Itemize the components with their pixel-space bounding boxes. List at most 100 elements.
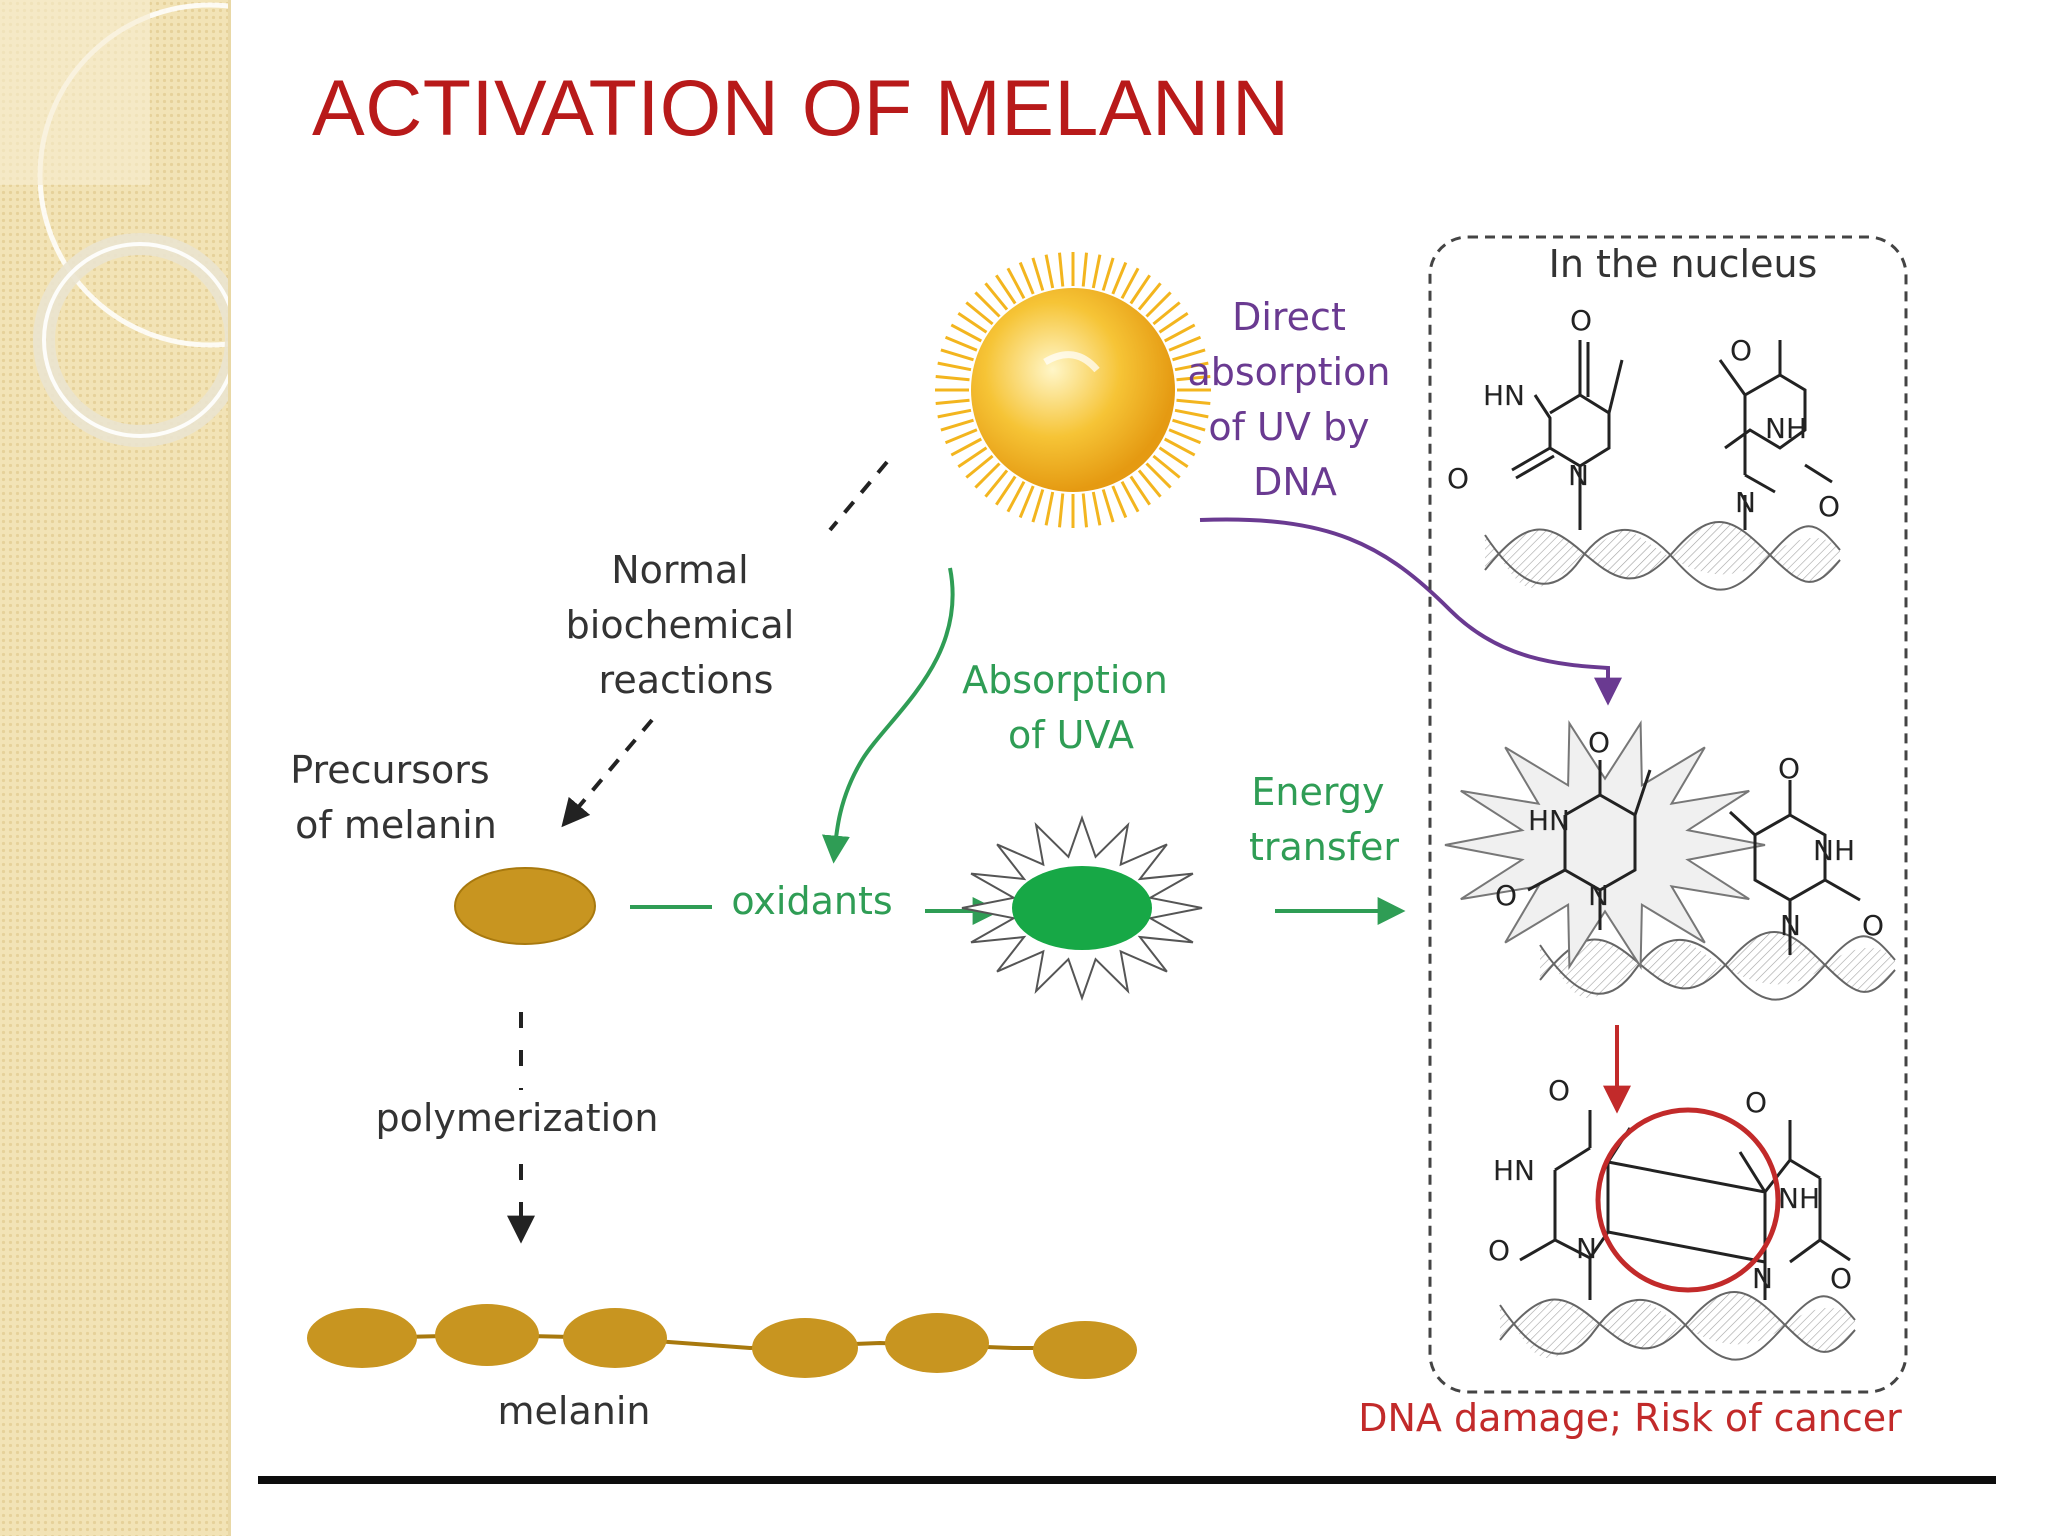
sun-ray [1163,437,1196,457]
polymerization-label-bg [370,1090,675,1146]
sun-ray [1081,252,1088,287]
sun-ray [1031,257,1045,291]
thymine-molecule-left [1511,340,1624,530]
excitation-burst-icon [1444,720,1766,970]
sun-ray [935,375,970,382]
sun-ray [1044,491,1055,526]
sun-ray [984,282,1009,311]
thymine-molecule-neighbor [1728,780,1861,955]
sun-ray [984,469,1009,498]
sun-ray [1137,469,1162,498]
normal-reactions-arrow [561,718,654,828]
dna-helix [1484,521,1841,591]
sun-ray [1044,254,1055,289]
sun-ray [1081,493,1088,528]
bottom-rule [258,1476,1996,1484]
sun-ray [995,274,1017,305]
sun-ray [1168,335,1202,352]
sun-ray [1168,428,1202,445]
sun-ray [1145,291,1172,318]
sun-ray [935,398,970,405]
sun-ray [944,335,978,352]
atom-label: N [1576,1232,1597,1265]
absorption-uva-label: Absorption of UVA [962,658,1180,757]
atom-label: O [1570,304,1592,337]
sun-ray [1152,301,1181,326]
sun-ray [1172,348,1206,362]
sun-ray [974,291,1001,318]
sun-ray [1129,274,1151,305]
atom-label: O [1730,334,1752,367]
sun-ray [1158,312,1189,334]
dna-damage-label: DNA damage; Risk of cancer [1358,1396,1902,1440]
sun-ray [1145,462,1172,489]
direct-absorption-arrow [1199,517,1622,706]
thymine-dimer-molecule [1519,1110,1851,1300]
precursors-label: Precursors of melanin [290,748,502,847]
sun-ray [1176,398,1211,405]
sun-ray [1091,254,1102,289]
decorative-sidebar [0,0,383,1536]
sun-ray [940,348,974,362]
atom-label: O [1447,462,1469,495]
sun-ray [1006,480,1026,513]
sun-ray [1172,418,1206,432]
sun-ray [957,312,988,334]
sun-ray [1031,489,1045,523]
sun-ray [974,462,1001,489]
slide-title: ACTIVATION OF MELANIN [312,63,1290,152]
sun-ray [995,475,1017,506]
atom-label: O [1488,1234,1510,1267]
atom-label: O [1778,752,1800,785]
sun-ray [1101,489,1115,523]
sun-ray [965,454,994,479]
sun-ray [1111,485,1128,519]
atom-label: NH [1765,412,1807,445]
sun-ray [1058,252,1065,287]
sun-ray [957,446,988,468]
atom-labels: O HN O N O NH N O O HN O N O NH N O O HN… [1447,304,1884,1295]
sun-ray [950,323,983,343]
melanin-granule [435,1304,539,1366]
atom-label: NH [1813,834,1855,867]
sun-ray [1174,408,1209,419]
atom-label: N [1752,1262,1773,1295]
energy-transfer-label: Energy transfer [1249,770,1399,869]
excited-melanin-icon [961,814,1203,1002]
atom-label: N [1568,459,1589,492]
dimer-highlight-circle [1595,1107,1781,1293]
sun-ray [1152,454,1181,479]
atom-label: O [1588,726,1610,759]
sun-icon [935,252,1211,528]
atom-label: HN [1493,1154,1535,1187]
excited-thymine-molecule [1527,760,1652,930]
atom-label: O [1548,1074,1570,1107]
atom-label: N [1780,909,1801,942]
atom-label: HN [1528,804,1570,837]
polymerization-label: polymerization [375,1096,658,1140]
sun-ray [1111,261,1128,295]
sun-ray [1163,323,1196,343]
sun-ray [1018,261,1035,295]
atom-label: NH [1778,1182,1820,1215]
sun-ray [965,301,994,326]
atom-label: O [1830,1262,1852,1295]
sidebar-rings-decoration [0,0,383,447]
melanin-granule [1033,1321,1137,1379]
dashed-arrow-upper [828,460,889,532]
nucleus-label: In the nucleus [1549,242,1818,286]
atom-label: O [1495,879,1517,912]
sun-ray [1058,493,1065,528]
atom-label: N [1735,486,1756,519]
sun-ray [1137,282,1162,311]
sun-ray [1120,480,1140,513]
sun-ray [937,361,972,372]
sun-ray [1158,446,1189,468]
sun-ray [1006,267,1026,300]
sun-ray [1018,485,1035,519]
direct-absorption-label: Direct absorption of UV by DNA [1187,295,1402,504]
dna-helix [1539,931,1896,1001]
oxidants-label: oxidants [731,879,892,923]
sun-ray [950,437,983,457]
